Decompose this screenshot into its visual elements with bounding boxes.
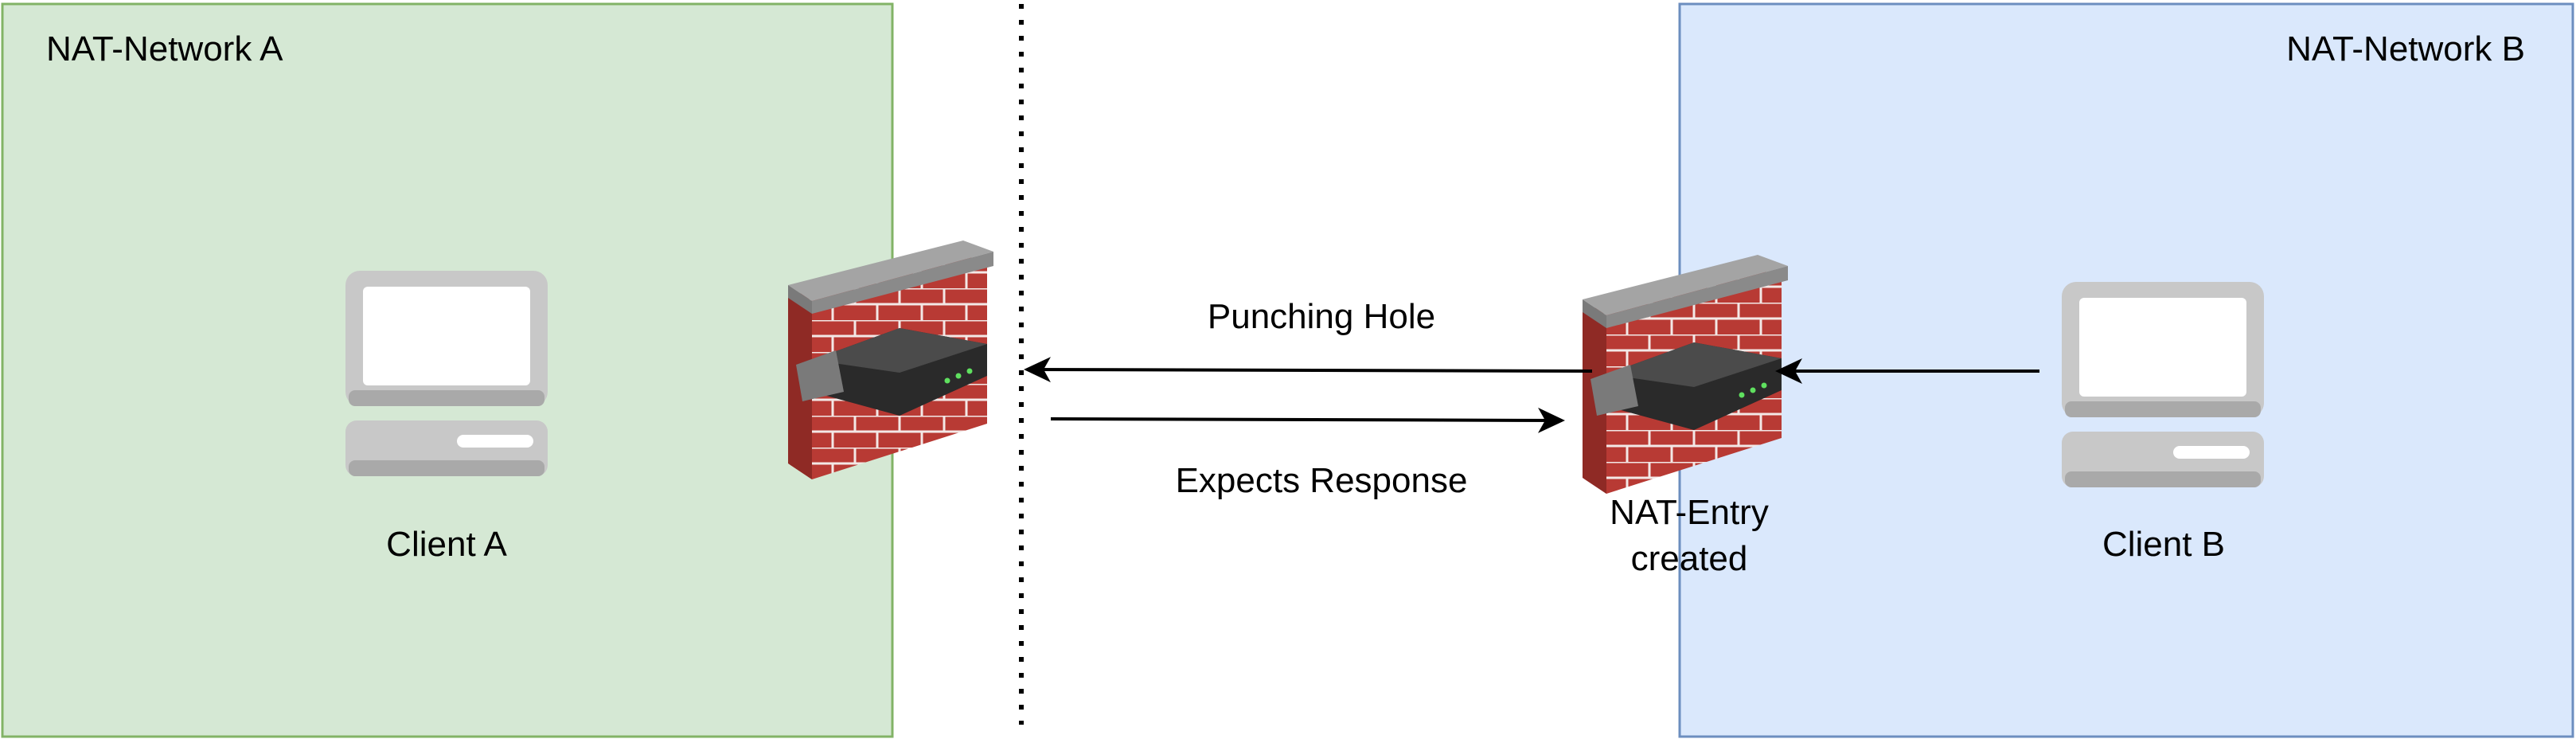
punching-hole-arrow bbox=[1024, 357, 1593, 383]
router-b[interactable]: NAT-Entry created bbox=[1583, 255, 1788, 578]
firewall-router-icon bbox=[1583, 255, 1788, 494]
client-a-label: Client A bbox=[386, 525, 507, 564]
expects-response-edge: Expects Response bbox=[1050, 407, 1565, 500]
firewall-router-icon bbox=[788, 240, 993, 479]
router-b-label-line1: NAT-Entry bbox=[1610, 493, 1769, 532]
client-b[interactable]: Client B bbox=[2062, 282, 2264, 564]
punching-hole-label: Punching Hole bbox=[1208, 297, 1435, 336]
computer-icon bbox=[345, 271, 548, 476]
expects-response-label: Expects Response bbox=[1176, 461, 1468, 500]
router-b-label-line2: created bbox=[1631, 539, 1748, 578]
client-b-label: Client B bbox=[2102, 525, 2225, 564]
expects-response-arrow bbox=[1050, 407, 1565, 433]
punching-hole-edge: Punching Hole bbox=[1024, 297, 1593, 383]
nat-network-a-label: NAT-Network A bbox=[46, 29, 283, 68]
client-a[interactable]: Client A bbox=[345, 271, 548, 564]
router-a[interactable] bbox=[788, 240, 993, 479]
computer-icon bbox=[2062, 282, 2264, 487]
nat-network-b-label: NAT-Network B bbox=[2286, 29, 2525, 68]
